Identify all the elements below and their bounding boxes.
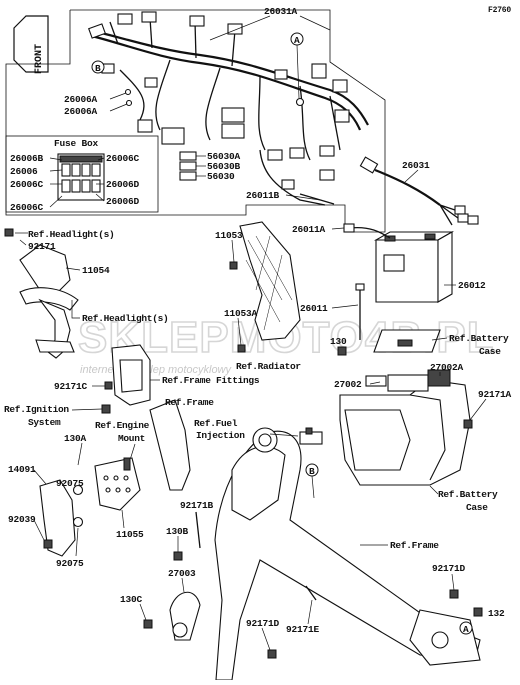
front-label: FRONT xyxy=(34,44,45,74)
fuse-label-26006c-mid: 26006C xyxy=(10,179,44,190)
svg-text:A: A xyxy=(294,35,300,46)
label-92171d-1: 92171D xyxy=(246,618,280,629)
harness-group-frame xyxy=(5,9,386,233)
label-92171c: 92171C xyxy=(54,381,88,392)
label-26012: 26012 xyxy=(458,280,486,291)
diagram-code: F2760 xyxy=(488,6,511,15)
label-92171e: 92171E xyxy=(286,624,320,635)
label-11054: 11054 xyxy=(82,265,110,276)
battery: 26012 26011A 26011 Ref.Battery Case 130 xyxy=(292,223,509,357)
label-132: 132 xyxy=(488,608,505,619)
label-26006a-1: 26006A xyxy=(64,94,98,105)
headlight-bracket: Ref.Headlight(s) 92171 11054 Ref.Headlig… xyxy=(4,228,169,359)
ref-battery-case-2-l2: Case xyxy=(466,502,488,513)
label-26031a: 26031A xyxy=(264,6,298,17)
marker-b-harness: B xyxy=(91,60,105,74)
label-14091: 14091 xyxy=(8,464,36,475)
ref-frame-fittings: Ref.Frame Fittings xyxy=(162,375,260,386)
ref-frame-2: Ref.Frame xyxy=(390,540,439,551)
fuse-label-26006b: 26006B xyxy=(10,153,44,164)
ref-fuel-l2: Injection xyxy=(196,430,245,441)
label-27003: 27003 xyxy=(168,568,196,579)
ref-battery-case-1-l2: Case xyxy=(479,346,501,357)
label-92075-1: 92075 xyxy=(56,478,84,489)
fuse-label-26006: 26006 xyxy=(10,166,38,177)
main-harness xyxy=(88,11,369,206)
label-11053a: 11053A xyxy=(224,308,258,319)
fuse-box-title: Fuse Box xyxy=(54,138,99,149)
label-26011b: 26011B xyxy=(246,190,280,201)
label-92075-2: 92075 xyxy=(56,558,84,569)
label-26006a-2: 26006A xyxy=(64,106,98,117)
marker-b-frame: B xyxy=(305,463,319,499)
label-27002: 27002 xyxy=(334,379,362,390)
frame-hardware: 92171B 130B 27003 130C 92171D 92171E 921… xyxy=(120,500,505,659)
ref-headlight-1: Ref.Headlight(s) xyxy=(28,229,114,240)
front-arrow-icon: FRONT xyxy=(13,15,49,74)
ref-fuel-l1: Ref.Fuel xyxy=(194,418,238,429)
fuse-label-26006d-2: 26006D xyxy=(106,196,140,207)
label-26011a: 26011A xyxy=(292,224,326,235)
fuse-box-panel: Fuse Box 26006B 26006C 26006 26006C 2600… xyxy=(5,135,159,213)
svg-text:B: B xyxy=(309,466,315,477)
ref-battery-case-2-l1: Ref.Battery xyxy=(438,489,498,500)
label-130-right: 130 xyxy=(330,336,347,347)
label-11055: 11055 xyxy=(116,529,144,540)
label-27002a: 27002A xyxy=(430,362,464,373)
ref-ignition-l2: System xyxy=(28,417,61,428)
label-56030b: 56030B xyxy=(207,161,241,172)
fuse-label-26006d-1: 26006D xyxy=(106,179,140,190)
label-92039: 92039 xyxy=(8,514,36,525)
marker-a-harness: A xyxy=(290,32,304,99)
svg-text:A: A xyxy=(463,624,469,635)
label-56030a: 56030A xyxy=(207,151,241,162)
label-130a: 130A xyxy=(64,433,87,444)
frame-front-bracket: Ref.Frame Ref.Engine Mount xyxy=(95,397,215,491)
main-frame: Ref.Fuel Injection Ref.Frame B A xyxy=(194,418,481,681)
label-92171b: 92171B xyxy=(180,500,214,511)
ref-frame-1: Ref.Frame xyxy=(165,397,214,408)
harness-26031: 26031 xyxy=(359,156,479,226)
label-26031: 26031 xyxy=(402,160,430,171)
radiator-bracket: 11053 11053A Ref.Radiator xyxy=(215,221,302,372)
ref-radiator: Ref.Radiator xyxy=(236,361,301,372)
label-92171d-2: 92171D xyxy=(432,563,466,574)
label-56030: 56030 xyxy=(207,171,235,182)
label-130b: 130B xyxy=(166,526,189,537)
label-26011: 26011 xyxy=(300,303,328,314)
ref-battery-case-1-l1: Ref.Battery xyxy=(449,333,509,344)
frame-fittings: 92171C Ref.Frame Fittings Ref.Ignition S… xyxy=(4,344,260,428)
label-130c: 130C xyxy=(120,594,143,605)
ref-headlight-2: Ref.Headlight(s) xyxy=(82,313,168,324)
label-92171: 92171 xyxy=(28,241,56,252)
marker-a-frame: A xyxy=(459,621,473,635)
battery-tray: 27002 27002A 92171A Ref.Battery Case xyxy=(334,362,512,513)
ref-engine-l2: Mount xyxy=(118,433,145,444)
fuse-label-26006c-top: 26006C xyxy=(106,153,140,164)
fuse-label-26006c-bottom: 26006C xyxy=(10,202,44,213)
ref-ignition-l1: Ref.Ignition xyxy=(4,404,69,415)
lower-left-brackets: 130A 14091 92075 92039 92075 11055 xyxy=(8,433,144,569)
label-92171a: 92171A xyxy=(478,389,512,400)
label-11053: 11053 xyxy=(215,230,243,241)
ref-engine-l1: Ref.Engine xyxy=(95,420,150,431)
svg-text:B: B xyxy=(95,63,101,74)
